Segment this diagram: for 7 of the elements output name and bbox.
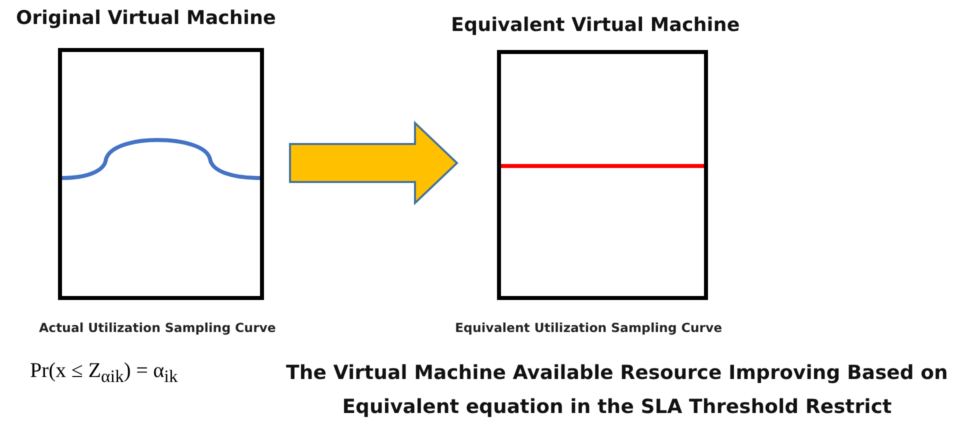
curve-caption: Actual Utilization Sampling Curve xyxy=(39,320,276,335)
formula: Pr(x ≤ Z$_{α}$$_{ik}$) = α$_{ik}$ xyxy=(30,358,178,388)
curve-caption: Equivalent Utilization Sampling Curve xyxy=(455,320,722,335)
description-text: The Virtual Machine Available Resource Improving Based on Equivalent equation in the SLA Threshold Restrict xyxy=(285,360,949,420)
machine-title: Original Virtual Machine xyxy=(16,7,276,29)
machine-title: Equivalent Virtual Machine xyxy=(451,14,740,36)
block-arrow xyxy=(289,120,458,206)
